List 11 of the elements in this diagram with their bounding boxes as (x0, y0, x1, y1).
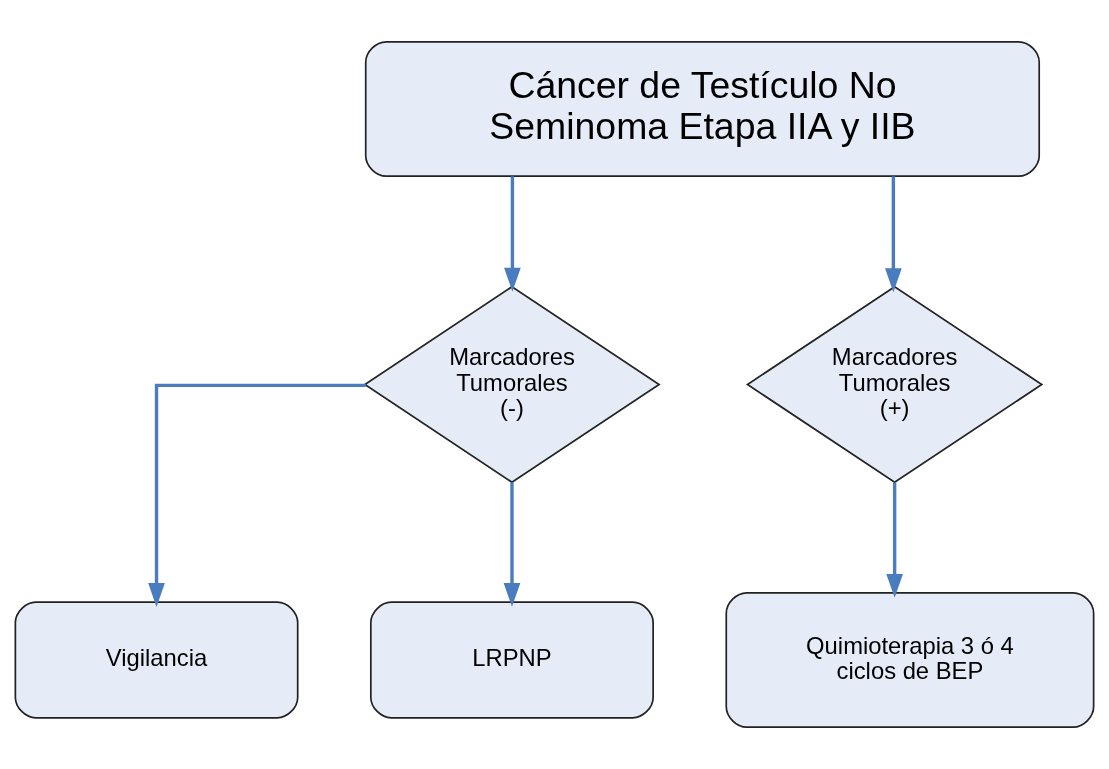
node-box: Vigilancia (14, 601, 299, 719)
node-box: Quimioterapia 3 ó 4 ciclos de BEP (725, 592, 1095, 729)
node-box: LRPNP (369, 601, 654, 719)
arrow (885, 176, 902, 293)
node-diamond: Marcadores Tumorales (+) (746, 285, 1044, 484)
arrow (148, 383, 366, 607)
arrow (503, 482, 521, 607)
node-diamond: Marcadores Tumorales (-) (363, 285, 661, 484)
arrow (886, 482, 903, 598)
node-box: Cáncer de Testículo No Seminoma Etapa IIA y IIB (364, 40, 1041, 177)
arrow (504, 176, 521, 292)
